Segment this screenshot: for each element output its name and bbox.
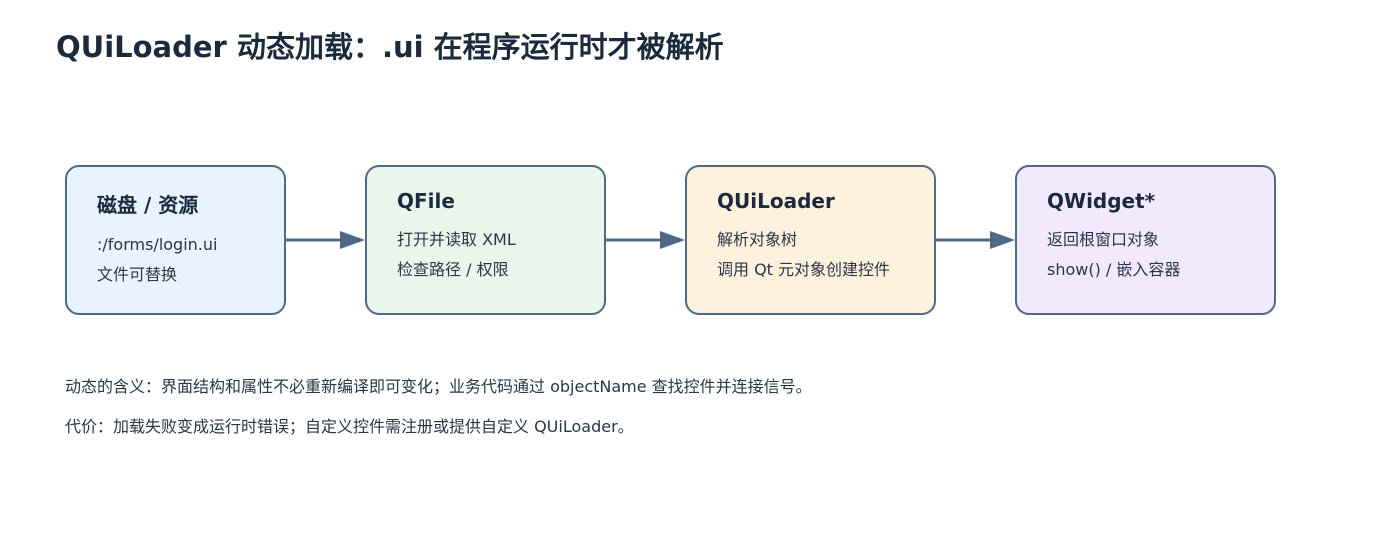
node-line: show() / 嵌入容器 (1047, 260, 1181, 279)
node-line: 解析对象树 (717, 230, 798, 249)
node-line: 打开并读取 XML (397, 230, 516, 249)
node-title: QWidget* (1047, 189, 1156, 213)
note-cost: 代价：加载失败变成运行时错误；自定义控件需注册或提供自定义 QUiLoader。 (65, 417, 634, 436)
node-line: 文件可替换 (97, 265, 178, 284)
node-title: QUiLoader (717, 189, 835, 213)
node-line: 调用 Qt 元对象创建控件 (717, 260, 891, 279)
node-qwidget: QWidget* 返回根窗口对象 show() / 嵌入容器 (1015, 165, 1276, 315)
note-dynamic-meaning: 动态的含义：界面结构和属性不必重新编译即可变化；业务代码通过 objectNam… (65, 377, 812, 396)
node-quiloader: QUiLoader 解析对象树 调用 Qt 元对象创建控件 (685, 165, 936, 315)
node-disk-resource: 磁盘 / 资源 :/forms/login.ui 文件可替换 (65, 165, 286, 315)
arrow-disk-to-qfile (286, 231, 365, 249)
node-qfile: QFile 打开并读取 XML 检查路径 / 权限 (365, 165, 606, 315)
node-title: 磁盘 / 资源 (97, 193, 199, 217)
arrow-quiloader-to-qwidget (936, 231, 1015, 249)
node-line: :/forms/login.ui (97, 235, 218, 254)
diagram-title: QUiLoader 动态加载：.ui 在程序运行时才被解析 (56, 30, 724, 64)
node-line: 检查路径 / 权限 (397, 260, 509, 279)
node-title: QFile (397, 189, 455, 213)
arrow-qfile-to-quiloader (606, 231, 685, 249)
node-line: 返回根窗口对象 (1047, 230, 1160, 249)
